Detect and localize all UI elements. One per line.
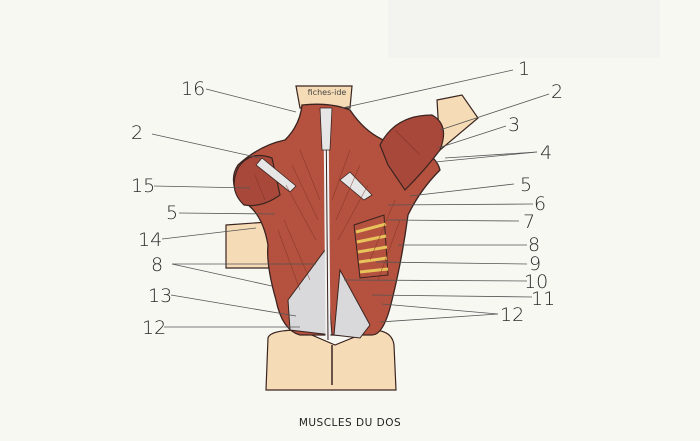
- label-16: 16: [181, 78, 205, 100]
- scapular-tendon-left: [339, 171, 373, 201]
- deltoid-left: [379, 114, 445, 191]
- label-15: 15: [131, 175, 155, 197]
- thoracolumbar-fascia-right: [333, 268, 371, 339]
- rib: [356, 234, 387, 244]
- muscle-fibres: [254, 129, 421, 291]
- label-12-left: 12: [142, 317, 166, 339]
- label-4: 4: [540, 142, 552, 164]
- label-1: 1: [518, 58, 530, 80]
- rib: [359, 267, 389, 274]
- neck-skin: [295, 85, 353, 109]
- label-5-right: 5: [520, 174, 532, 196]
- label-10: 10: [524, 271, 548, 293]
- label-7: 7: [523, 211, 535, 233]
- neck-tendon: [319, 107, 333, 151]
- scapular-tendon-right: [255, 157, 297, 193]
- label-9: 9: [529, 253, 541, 275]
- label-13: 13: [148, 285, 172, 307]
- label-12-right: 12: [500, 304, 524, 326]
- label-14: 14: [138, 229, 162, 251]
- leader-lines: [151, 69, 550, 328]
- ribs: [355, 222, 389, 274]
- rib: [357, 245, 388, 254]
- thoracolumbar-fascia: [287, 248, 333, 336]
- label-8-right: 8: [528, 234, 540, 256]
- watermark-text: fiches-ide: [308, 88, 347, 97]
- rib: [355, 222, 387, 234]
- rib: [358, 256, 388, 264]
- label-11: 11: [531, 288, 555, 310]
- background-panel: [388, 0, 660, 58]
- label-6: 6: [534, 193, 546, 215]
- buttocks-skin: [265, 329, 397, 391]
- label-5-left: 5: [166, 202, 178, 224]
- label-8-left: 8: [151, 254, 163, 276]
- label-2-left: 2: [131, 122, 143, 144]
- label-3: 3: [508, 114, 520, 136]
- label-2-right: 2: [551, 81, 563, 103]
- diagram-caption: MUSCLES DU DOS: [298, 417, 402, 429]
